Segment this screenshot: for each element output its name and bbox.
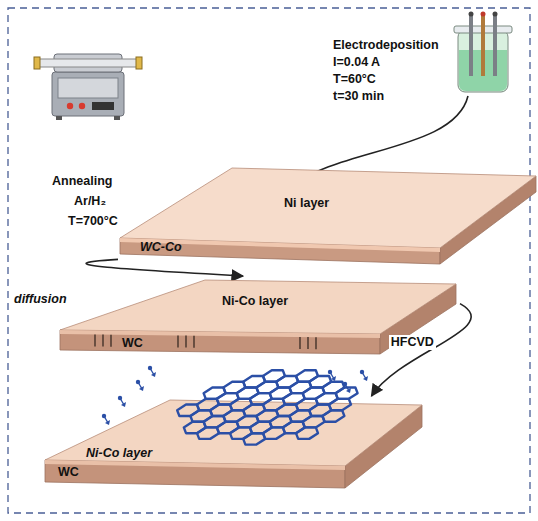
layer-label: diffusion: [14, 292, 67, 307]
layer-slab: Ni-Co layerWC: [43, 396, 425, 496]
slab-shape: [118, 164, 538, 270]
graphene-lattice: [157, 370, 370, 444]
process-parameter: Electrodeposition: [333, 38, 439, 53]
process-parameter: Ar/H₂: [74, 194, 106, 209]
edge-label: HFCVD: [389, 335, 436, 350]
process-parameter: Annealing: [52, 174, 112, 189]
layer-label: WC: [58, 465, 79, 480]
layer-label: Ni-Co layer: [86, 446, 152, 461]
process-parameter: t=30 min: [333, 89, 384, 104]
layer-label: Ni-Co layer: [222, 294, 288, 309]
dashed-frame: [8, 8, 530, 513]
layer-label: WC-Co: [140, 240, 182, 255]
process-arrow: [86, 259, 243, 276]
layer-label: Ni layer: [284, 196, 329, 211]
process-parameter: T=700°C: [68, 214, 118, 229]
layer-slab: Ni layerWC-Co: [118, 164, 538, 270]
electrolytic-cell: [454, 12, 512, 93]
tube-furnace: [34, 54, 142, 120]
process-parameter: T=60°C: [333, 72, 376, 87]
layer-slab: diffusionNi-Co layerWC: [58, 276, 460, 368]
slab-shape: [58, 276, 460, 368]
layer-label: WC: [122, 336, 143, 351]
process-parameter: I=0.04 A: [333, 55, 380, 70]
